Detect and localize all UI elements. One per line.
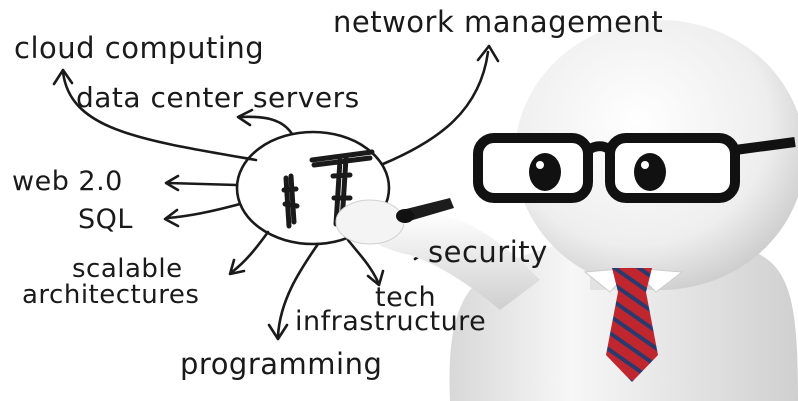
- figure-eye-right: [634, 153, 666, 191]
- it-scribble: [281, 149, 375, 229]
- figure-hand: [335, 199, 405, 245]
- necktie: [606, 268, 658, 382]
- arrow-sql: [166, 202, 242, 220]
- label-data-center-servers: data center servers: [76, 81, 360, 114]
- cartoon-figure: [335, 20, 798, 401]
- arrow-network-management: [381, 50, 490, 166]
- label-sql: SQL: [78, 204, 133, 235]
- label-security: security: [428, 235, 548, 269]
- label-tech: tech: [375, 282, 437, 313]
- marker-pen: [396, 198, 454, 223]
- arrow-programming: [276, 242, 320, 338]
- arrow-data-center: [238, 115, 294, 136]
- label-scalable: scalable: [72, 254, 183, 284]
- label-architectures: architectures: [22, 280, 200, 310]
- label-programming: programming: [180, 347, 383, 381]
- arrow-tech: [346, 238, 380, 284]
- arrow-cloud-computing: [61, 70, 258, 162]
- arrow-web: [166, 181, 239, 187]
- label-infrastructure: infrastructure: [295, 306, 487, 337]
- label-network-management: network management: [333, 5, 664, 39]
- figure-eye-left: [529, 153, 561, 191]
- it-circle: [235, 130, 391, 246]
- figure-arm: [360, 211, 540, 310]
- label-cloud-computing: cloud computing: [14, 31, 265, 65]
- arrow-scalable: [230, 230, 270, 274]
- label-web-2-0: web 2.0: [12, 166, 123, 197]
